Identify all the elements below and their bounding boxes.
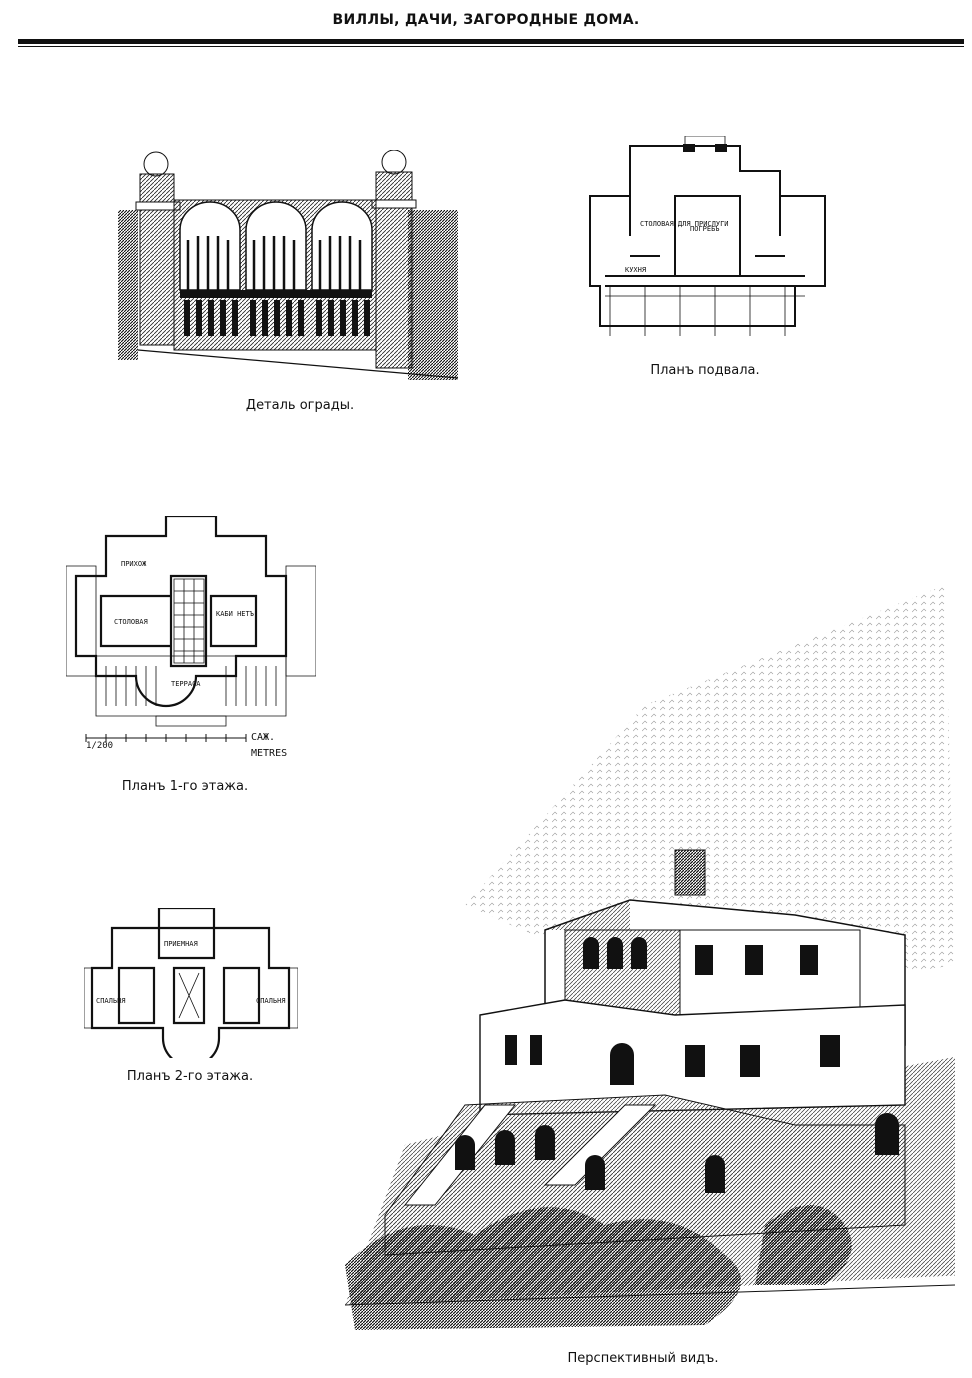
basement-label-cellar: ПОГРЕБЪ bbox=[690, 225, 720, 233]
floor1-scale-unit-metres: METRES bbox=[251, 748, 287, 759]
basement-plan-caption: Планъ подвала. bbox=[650, 363, 760, 378]
perspective-view-caption: Перспективный видъ. bbox=[567, 1351, 719, 1366]
header-rule-thick bbox=[18, 39, 964, 44]
basement-label-staff-dining: СТОЛОВАЯ ДЛЯ ПРИСЛУГИ bbox=[640, 220, 729, 228]
floor1-label-dining: СТОЛОВАЯ bbox=[114, 618, 148, 626]
floor2-label-bedroom-left: СПАЛЬНЯ bbox=[96, 997, 126, 1005]
floor2-label-bedroom-right: СПАЛЬНЯ bbox=[256, 997, 286, 1005]
second-floor-plan-caption: Планъ 2-го этажа. bbox=[126, 1069, 254, 1084]
floor1-label-hall: ПРИХОЖ bbox=[121, 560, 147, 568]
second-floor-plan-drawing: ПРИЕМНАЯ СПАЛЬНЯ СПАЛЬНЯ bbox=[84, 908, 298, 1058]
floor1-scale-unit-sazhen: САЖ. bbox=[251, 732, 275, 743]
floor1-scale-ratio: 1/200 bbox=[86, 741, 113, 751]
basement-label-kitchen: КУХНЯ bbox=[625, 266, 646, 274]
villa-perspective-illustration bbox=[345, 585, 955, 1335]
floor1-label-cabinet: КАБИ НЕТЪ bbox=[216, 610, 254, 618]
first-floor-plan-caption: Планъ 1-го этажа. bbox=[121, 779, 249, 794]
basement-plan-drawing: СТОЛОВАЯ ДЛЯ ПРИСЛУГИ ПОГРЕБЪ КУХНЯ bbox=[585, 136, 835, 351]
fence-detail-caption: Деталь ограды. bbox=[245, 398, 355, 413]
header-rule-thin bbox=[18, 46, 964, 47]
fence-detail-illustration bbox=[118, 150, 460, 380]
floor2-label-reception: ПРИЕМНАЯ bbox=[164, 940, 198, 948]
floor1-label-terrace: ТЕРРАСА bbox=[171, 680, 201, 688]
first-floor-plan-drawing: СТОЛОВАЯ КАБИ НЕТЪ ТЕРРАСА ПРИХОЖ 1/200 … bbox=[66, 516, 316, 766]
page-header-title: ВИЛЛЫ, ДАЧИ, ЗАГОРОДНЫЕ ДОМА. bbox=[332, 12, 640, 28]
